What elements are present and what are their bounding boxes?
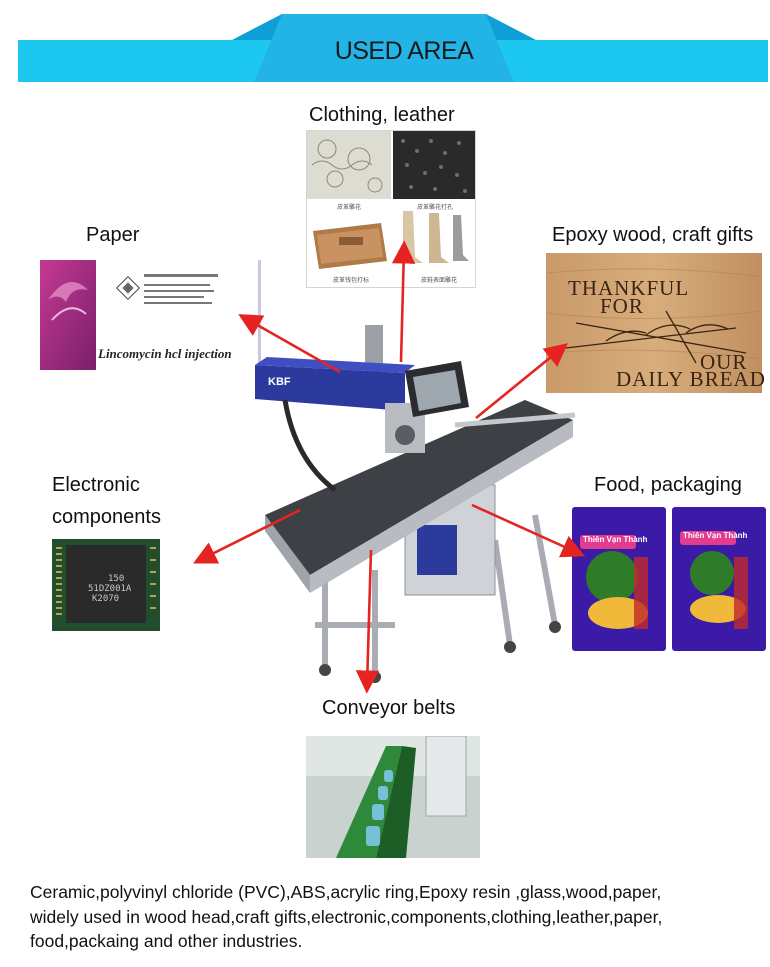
arrow-to-epoxy-wood xyxy=(475,343,569,420)
wood-text-line3: OUR xyxy=(700,350,748,374)
laser-marking-machine-image xyxy=(255,325,576,683)
label-electronic-line1: Electronic xyxy=(52,474,140,496)
chip-marking-line1: 150 xyxy=(108,574,125,584)
paper-caption: Lincomycin hcl injection xyxy=(98,346,232,361)
wood-text-line1: THANKFUL xyxy=(568,276,690,300)
arrow-to-paper xyxy=(238,314,341,374)
arrow-to-clothing xyxy=(391,240,416,363)
arrow-to-food xyxy=(471,503,586,558)
chip-marking: 150 51DZ001A K2070 xyxy=(88,574,131,604)
label-clothing-leather: Clothing, leather xyxy=(309,104,455,126)
food-brand-right: Thiên Vạn Thành xyxy=(683,531,748,540)
chip-marking-line2: 51DZ001A xyxy=(88,584,132,594)
arrow-to-electronic xyxy=(193,508,301,564)
label-paper: Paper xyxy=(86,224,140,246)
food-brand-left: Thiên Vạn Thành xyxy=(583,535,648,544)
label-conveyor-belts: Conveyor belts xyxy=(322,697,456,719)
label-electronic-line2: components xyxy=(52,506,161,528)
usage-description-line3: food,packaing and other industries. xyxy=(30,931,303,951)
epoxy-wood-image xyxy=(546,253,762,393)
svg-text:皮革雕花: 皮革雕花 xyxy=(337,203,361,211)
svg-text:皮革钱包打标: 皮革钱包打标 xyxy=(333,276,369,284)
chip-marking-line3: K2070 xyxy=(92,594,120,604)
clothing-leather-image: 皮革雕花 皮革雕花打孔 皮革钱包打标 皮鞋表面雕花 xyxy=(306,130,476,288)
machine-brand-label: KBF xyxy=(268,376,291,388)
electronic-chip-image xyxy=(52,539,160,631)
arrow-to-conveyor xyxy=(355,549,380,694)
usage-description-line2: widely used in wood head,craft gifts,ele… xyxy=(30,906,663,927)
page-title: USED AREA xyxy=(334,37,474,65)
food-packaging-image xyxy=(572,505,768,653)
svg-text:皮革雕花打孔: 皮革雕花打孔 xyxy=(417,203,453,211)
conveyor-belts-image xyxy=(306,736,480,858)
label-epoxy-wood: Epoxy wood, craft gifts xyxy=(552,224,754,246)
wood-text-line2: FOR xyxy=(600,294,644,318)
usage-description-line1: Ceramic,polyvinyl chloride (PVC),ABS,acr… xyxy=(30,882,662,902)
wood-text-line4: DAILY BREAD xyxy=(616,367,766,391)
label-food-packaging: Food, packaging xyxy=(594,474,742,496)
svg-text:皮鞋表面雕花: 皮鞋表面雕花 xyxy=(421,276,457,284)
header-banner-tab xyxy=(232,14,536,82)
usage-description: Ceramic,polyvinyl chloride (PVC),ABS,acr… xyxy=(30,880,750,954)
paper-sample-image xyxy=(40,260,264,370)
